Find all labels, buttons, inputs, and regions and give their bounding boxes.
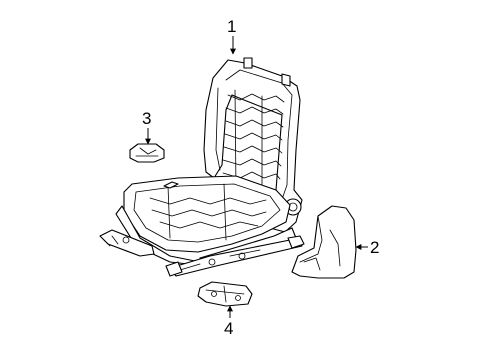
callout-2-label: 2 bbox=[370, 238, 379, 257]
callout-4: 4 bbox=[224, 305, 233, 338]
mounting-bracket-icon bbox=[197, 281, 253, 307]
callout-3-label: 3 bbox=[142, 109, 151, 128]
clip-icon bbox=[129, 143, 165, 163]
seat-frame-assembly-icon bbox=[99, 57, 305, 277]
callout-2: 2 bbox=[355, 238, 379, 257]
side-cover-icon bbox=[291, 205, 357, 279]
callout-1-label: 1 bbox=[227, 17, 236, 36]
callout-4-label: 4 bbox=[224, 319, 233, 338]
callout-1: 1 bbox=[227, 17, 236, 55]
callout-3: 3 bbox=[142, 109, 151, 145]
